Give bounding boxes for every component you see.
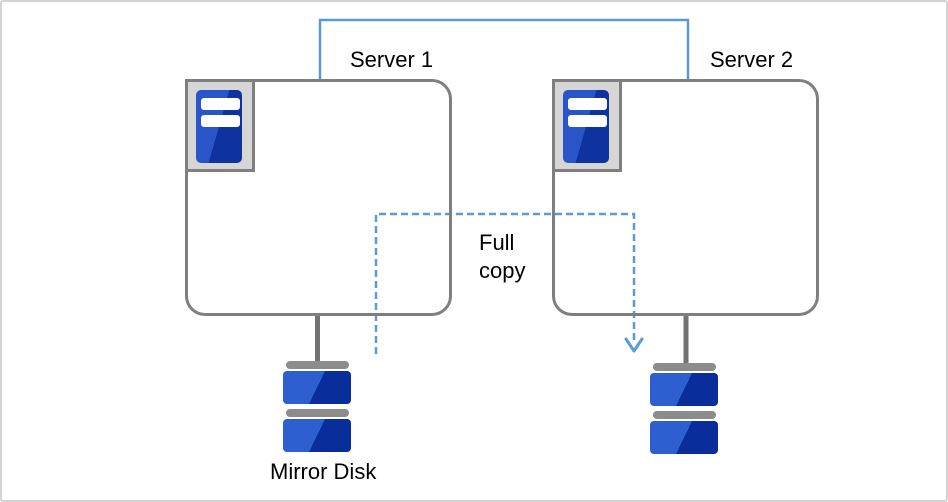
server-slot-bar [568,98,607,110]
server1-icon [185,79,255,172]
full-copy-label-line1: Full [479,230,515,255]
server2-box [552,79,819,316]
arrowhead-down-icon [624,337,644,353]
disk-platter [650,421,718,454]
server-interconnect-line [318,18,690,79]
server-slot-bar [201,115,240,127]
disk-cap [652,411,716,419]
server2-icon [552,79,622,172]
mirror-disk-server2 [650,363,718,454]
server-slot-bar [568,115,607,127]
server-slot-bar [201,98,240,110]
server1-box [185,79,452,316]
mirror-disk-server1 [283,361,351,452]
disk-platter [650,373,718,406]
server2-label: Server 2 [710,47,794,72]
server-tower-icon [563,90,609,163]
full-copy-label: Full copy [479,229,525,285]
server-tower-icon [196,90,242,163]
disk-cap [285,409,349,417]
disk-cap [285,361,349,369]
disk-platter [283,371,351,404]
disk-cap [652,363,716,371]
mirror-disk-label: Mirror Disk [270,459,377,484]
full-copy-dashed-line [374,212,636,354]
disk-platter [283,419,351,452]
server1-label: Server 1 [350,47,434,72]
full-copy-label-line2: copy [479,258,526,283]
